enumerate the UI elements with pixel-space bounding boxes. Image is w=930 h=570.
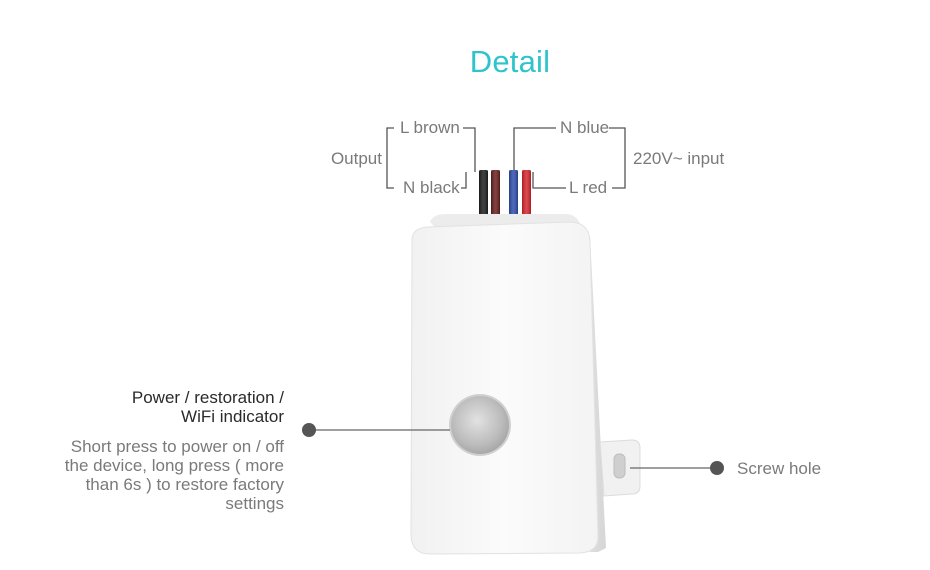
indicator-desc-line1: Short press to power on / off [70, 437, 284, 456]
screw-hole [613, 453, 626, 479]
screw-hole-callout [630, 461, 724, 475]
page-title: Detail [469, 44, 551, 79]
indicator-title-line2: WiFi indicator [181, 407, 284, 426]
wire-label-n-black: N black [403, 178, 460, 197]
indicator-desc-line3: than 6s ) to restore factory [85, 475, 284, 494]
indicator-button [451, 396, 509, 454]
input-bracket [513, 127, 626, 189]
wire-label-n-blue: N blue [560, 118, 610, 137]
device-body [410, 214, 641, 555]
screw-hole-label: Screw hole [737, 459, 822, 478]
indicator-desc-line4: settings [225, 494, 284, 513]
input-label: 220V~ input [633, 149, 725, 168]
indicator-desc-line2: the device, long press ( more [64, 456, 284, 475]
wires [479, 170, 531, 220]
output-bracket [386, 127, 476, 189]
indicator-callout [302, 423, 450, 437]
output-label: Output [330, 149, 382, 168]
indicator-title-line1: Power / restoration / [131, 388, 284, 407]
wire-label-l-brown: L brown [400, 118, 460, 137]
wire-label-l-red: L red [569, 178, 608, 197]
